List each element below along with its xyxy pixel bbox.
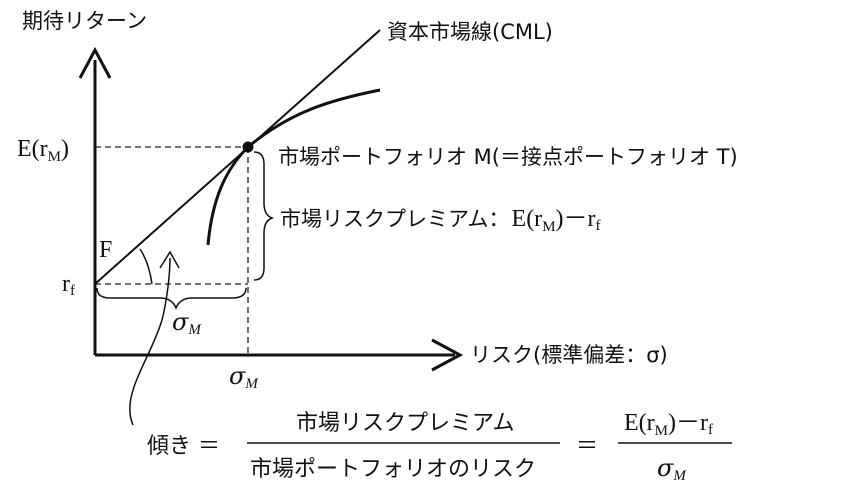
point-f-label: F xyxy=(99,237,112,263)
formula-denominator: σM xyxy=(657,454,687,484)
pointer-arrow xyxy=(129,257,171,426)
formula-numerator: E(rM)－rf xyxy=(624,410,713,439)
market-return-label: E(rM) xyxy=(17,136,69,165)
y-axis-arrowhead xyxy=(78,46,112,79)
premium-brace xyxy=(253,151,275,281)
brace-sigma-label: σM xyxy=(172,308,202,338)
slope-numerator: 市場リスクプレミアム xyxy=(296,411,514,436)
x-axis-arrowhead xyxy=(431,338,464,372)
slope-label: 傾き ＝ xyxy=(147,434,220,459)
market-portfolio-label: 市場ポートフォリオ M(＝接点ポートフォリオ T) xyxy=(278,145,738,169)
slope-denominator: 市場ポートフォリオのリスク xyxy=(250,457,536,482)
risk-free-label: rf xyxy=(62,271,75,299)
y-axis-label: 期待リターン xyxy=(22,9,147,33)
angle-arc xyxy=(139,248,153,285)
equals-sign: ＝ xyxy=(576,434,598,459)
x-sigma-label: σM xyxy=(229,362,259,392)
tangency-point xyxy=(242,141,254,153)
pointer-arrowhead xyxy=(159,250,180,269)
x-axis-label: リスク(標準偏差：σ) xyxy=(470,343,668,367)
cml-label: 資本市場線(CML) xyxy=(387,20,553,44)
premium-label: 市場リスクプレミアム：E(rM)－rf xyxy=(280,206,601,235)
risk-brace xyxy=(96,287,247,311)
